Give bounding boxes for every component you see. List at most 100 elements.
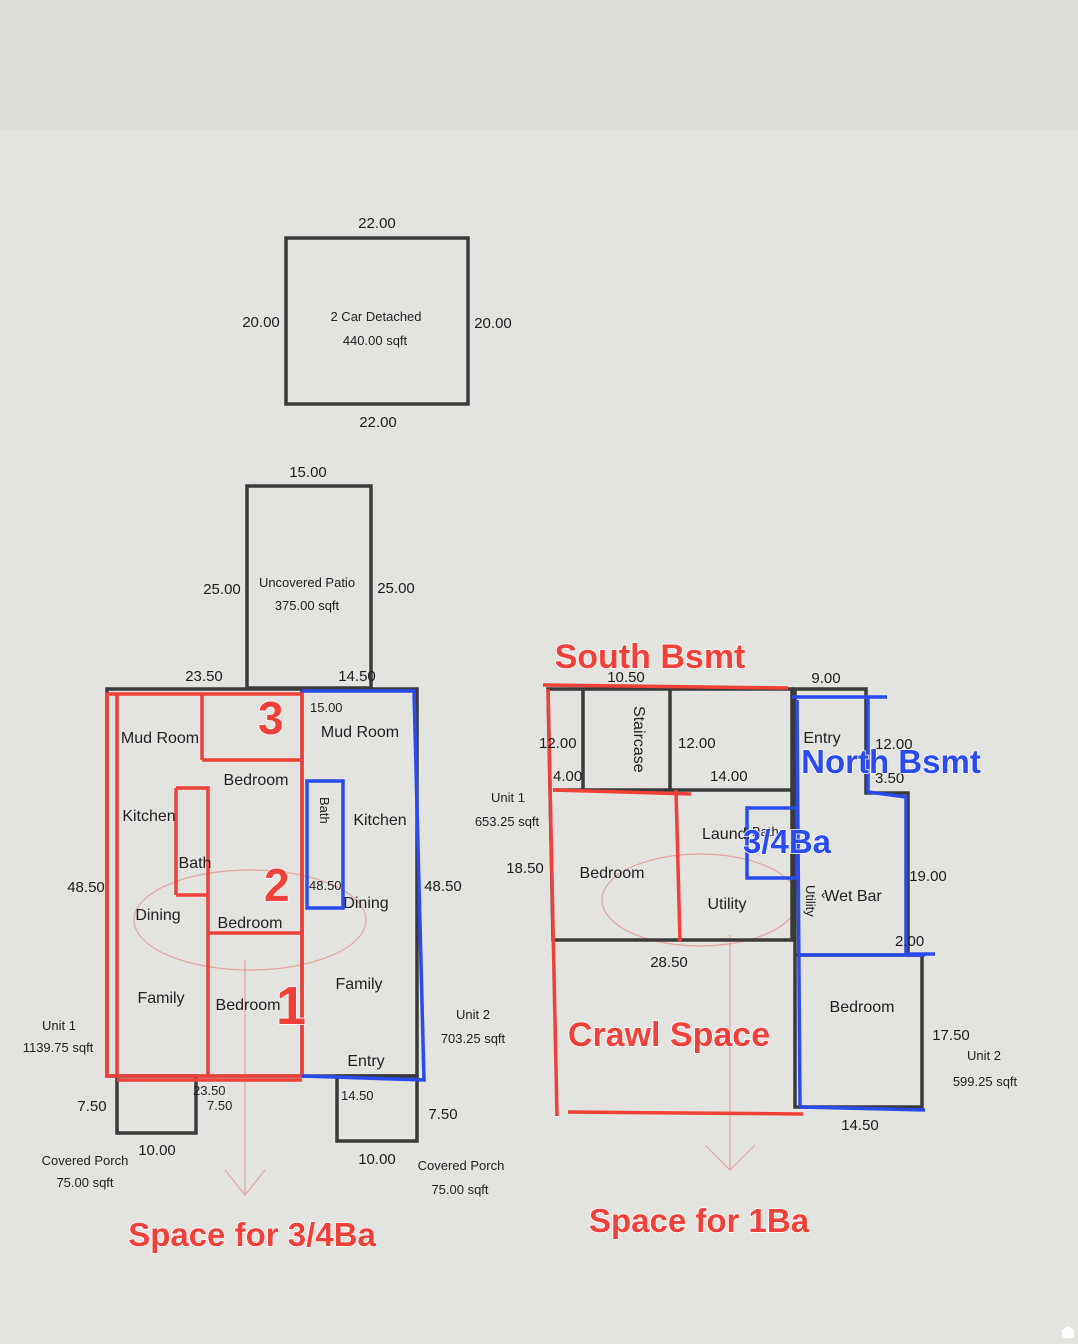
garage-top-dim: 22.00 bbox=[358, 215, 396, 232]
room-bath-left: Bath bbox=[179, 855, 212, 872]
paper-shadow-top bbox=[0, 0, 1078, 130]
room-entry: Entry bbox=[347, 1053, 384, 1070]
room-bedroom-3: Bedroom bbox=[224, 772, 289, 789]
blue-bath-outline bbox=[305, 779, 345, 910]
main-bottom-right-dim: 14.50 bbox=[341, 1088, 374, 1103]
porch-right-bottom-dim: 10.00 bbox=[358, 1151, 396, 1168]
main-unit1-area: 1139.75 sqft bbox=[23, 1040, 94, 1055]
red-bath-wall bbox=[176, 786, 210, 1076]
garage-block: 22.00 22.00 20.00 20.00 2 Car Detached 4… bbox=[242, 215, 512, 431]
room-bsmt-bedroom-right: Bedroom bbox=[830, 999, 895, 1016]
room-utility: Utility bbox=[707, 896, 746, 913]
main-unit2-label: Unit 2 bbox=[456, 1007, 490, 1022]
bsmt-dim-19: 19.00 bbox=[909, 868, 947, 885]
bsmt-unit1-area: 653.25 sqft bbox=[475, 814, 540, 829]
wet-bar-arrow-icon: ‹ bbox=[821, 887, 825, 902]
room-dining-right: Dining bbox=[343, 895, 388, 912]
patio-block: 15.00 25.00 25.00 Uncovered Patio 375.00… bbox=[203, 464, 415, 690]
room-family-right: Family bbox=[335, 976, 382, 993]
room-dining-left: Dining bbox=[135, 907, 180, 924]
room-bsmt-bedroom-left: Bedroom bbox=[580, 865, 645, 882]
bsmt-unit1-label: Unit 1 bbox=[491, 790, 525, 805]
porch-left-label: Covered Porch bbox=[42, 1153, 129, 1168]
main-inner-side-dim: 48.50 bbox=[309, 878, 342, 893]
main-top-right-dim: 14.50 bbox=[338, 668, 376, 685]
bsmt-dim-14: 14.00 bbox=[710, 768, 748, 785]
south-red-top bbox=[542, 683, 789, 690]
bsmt-dim-28-50: 28.50 bbox=[650, 954, 688, 971]
main-right-side-dim: 48.50 bbox=[424, 878, 462, 895]
bsmt-dim-12c: 12.00 bbox=[875, 736, 913, 753]
room-staircase: Staircase bbox=[630, 706, 647, 773]
main-top-left-dim: 23.50 bbox=[185, 668, 223, 685]
room-bedroom-1: Bedroom bbox=[216, 997, 281, 1014]
garage-name: 2 Car Detached bbox=[330, 309, 421, 324]
south-red-bottom bbox=[567, 1110, 804, 1116]
marker-three: 3 bbox=[258, 692, 284, 744]
south-bsmt-label: South Bsmt bbox=[555, 638, 746, 676]
garage-bottom-dim: 22.00 bbox=[359, 414, 397, 431]
south-red-bedroom-top bbox=[552, 788, 692, 796]
bsmt-dim-12b: 12.00 bbox=[678, 735, 716, 752]
bsmt-dim-12a: 12.00 bbox=[539, 735, 577, 752]
main-unit2-area: 703.25 sqft bbox=[441, 1031, 506, 1046]
bsmt-top-left-dim: 10.50 bbox=[607, 669, 645, 686]
room-mud-room-left: Mud Room bbox=[121, 730, 199, 747]
porch-right-dim: 7.50 bbox=[428, 1106, 457, 1123]
room-bsmt-entry: Entry bbox=[803, 730, 840, 747]
marker-one: 1 bbox=[276, 976, 306, 1036]
basement-plan: 10.50 9.00 12.00 4.00 12.00 14.00 12.00 … bbox=[475, 637, 1018, 1240]
room-kitchen-right: Kitchen bbox=[353, 812, 406, 829]
porch-right-label: Covered Porch bbox=[418, 1158, 505, 1173]
north-blue-bottom bbox=[799, 1105, 926, 1112]
porch-left-area: 75.00 sqft bbox=[56, 1175, 113, 1190]
south-red-left bbox=[546, 688, 559, 1117]
main-unit1-label: Unit 1 bbox=[42, 1018, 76, 1033]
patio-top-dim: 15.00 bbox=[289, 464, 327, 481]
garage-right-dim: 20.00 bbox=[474, 315, 512, 332]
marker-two: 2 bbox=[264, 859, 290, 911]
garage-left-dim: 20.00 bbox=[242, 314, 280, 331]
south-red-bedroom-right bbox=[674, 789, 682, 943]
main-annotation: Space for 3/4Ba bbox=[128, 1216, 376, 1253]
patio-left-dim: 25.00 bbox=[203, 581, 241, 598]
bsmt-dim-3-50: 3.50 bbox=[875, 770, 904, 787]
north-bsmt-label: North Bsmt bbox=[801, 743, 981, 780]
bsmt-dim-2: 2.00 bbox=[895, 933, 924, 950]
room-bsmt-bath: Bath bbox=[752, 824, 779, 839]
patio-right-dim: 25.00 bbox=[377, 580, 415, 597]
watermark-logo bbox=[1062, 1326, 1074, 1338]
porch-left-dim: 7.50 bbox=[77, 1098, 106, 1115]
garage-area: 440.00 sqft bbox=[343, 333, 408, 348]
room-laundry: Laundry bbox=[702, 826, 760, 843]
porch-mid-dim: 7.50 bbox=[207, 1098, 232, 1113]
porch-right-area: 75.00 sqft bbox=[431, 1182, 488, 1197]
garage-outline bbox=[284, 236, 470, 406]
room-family-left: Family bbox=[137, 990, 184, 1007]
room-mud-room-right: Mud Room bbox=[321, 724, 399, 741]
crawl-space-label: Crawl Space bbox=[568, 1016, 770, 1054]
patio-name: Uncovered Patio bbox=[259, 575, 355, 590]
room-bath-right: Bath bbox=[317, 797, 332, 824]
basement-annotation: Space for 1Ba bbox=[589, 1202, 810, 1239]
bsmt-dim-17-50: 17.50 bbox=[932, 1027, 970, 1044]
main-bottom-mid-dim: 23.50 bbox=[193, 1083, 226, 1098]
ghost-sketch-ellipse bbox=[133, 869, 367, 971]
room-bedroom-2: Bedroom bbox=[218, 915, 283, 932]
unit2-blue-outline bbox=[301, 689, 426, 1082]
bsmt-unit2-label: Unit 2 bbox=[967, 1048, 1001, 1063]
room-kitchen-left: Kitchen bbox=[122, 808, 175, 825]
room-wet-bar: Wet Bar bbox=[824, 888, 882, 905]
bsmt-top-right-dim: 9.00 bbox=[811, 670, 840, 687]
patio-area: 375.00 sqft bbox=[275, 598, 340, 613]
main-floor-plan: 23.50 14.50 15.00 48.50 48.50 48.50 23.5… bbox=[23, 668, 506, 1254]
main-left-side-dim: 48.50 bbox=[67, 879, 105, 896]
porch-right-outline bbox=[335, 1074, 419, 1143]
main-inner-top-dim: 15.00 bbox=[310, 700, 343, 715]
room-utility-vertical: Utility bbox=[803, 885, 818, 917]
ghost-sketch-arrow-basement bbox=[704, 935, 756, 1171]
north-blue-left bbox=[795, 699, 802, 1108]
bsmt-unit2-area: 599.25 sqft bbox=[953, 1074, 1018, 1089]
